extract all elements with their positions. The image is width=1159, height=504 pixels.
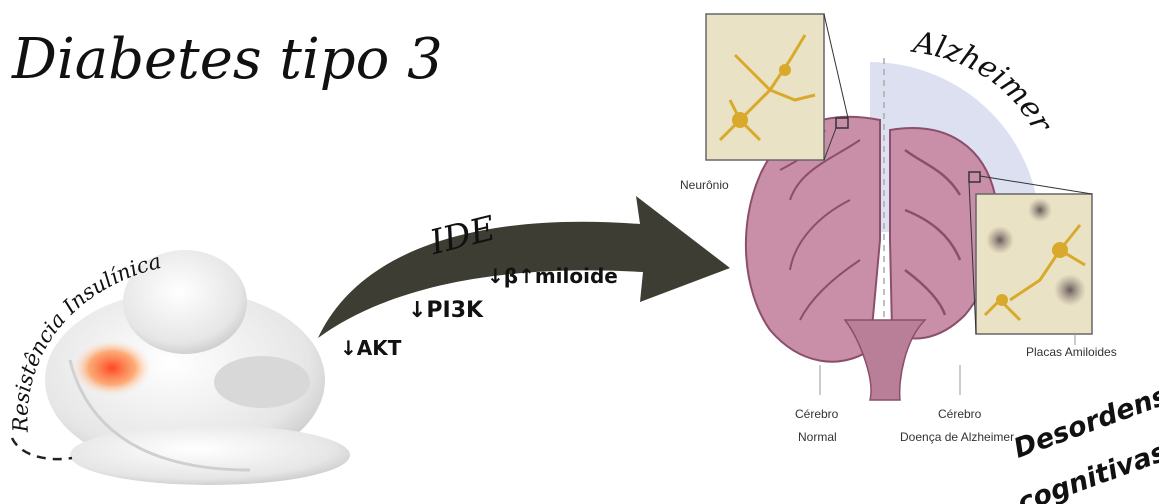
marker-akt: ↓AKT [340,336,402,360]
ad-label-line2: Doença de Alzheimer [900,430,1014,444]
plaque-3 [1028,198,1052,222]
ide-arrow: IDE ↓AKT ↓PI3K ↓β↑miloide [318,196,730,360]
marker-pi3k: ↓PI3K [408,298,484,323]
figure-legs [70,425,350,485]
neuron-label: Neurônio [680,178,729,192]
figure-hands [214,356,310,408]
plaque-2 [1054,274,1086,306]
plaques-label: Placas Amiloides [1026,345,1117,359]
normal-label-line1: Cérebro [795,407,839,421]
page-title: Diabetes tipo 3 [11,27,443,92]
marker-beta-amyloid: ↓β↑miloide [487,264,618,288]
plaque-1 [986,226,1014,254]
insulin-resistance-figure: Resistência Insulínica [8,249,350,485]
neuron-body-2 [779,64,791,76]
damaged-neuron-body-2 [996,294,1008,306]
ad-label-line1: Cérebro [938,407,982,421]
normal-label-line2: Normal [798,430,837,444]
neuron-body [732,112,748,128]
brain-panel: Neurônio Placas Amiloides Cérebro Normal… [680,14,1117,444]
inflammation-hotspot [70,338,154,398]
damaged-neuron-body [1052,242,1068,258]
cognitive-disorders: Desordens cognitivas [1010,380,1159,504]
dashed-curve [12,438,72,459]
inset-line-1 [824,14,848,118]
brainstem [845,320,925,400]
